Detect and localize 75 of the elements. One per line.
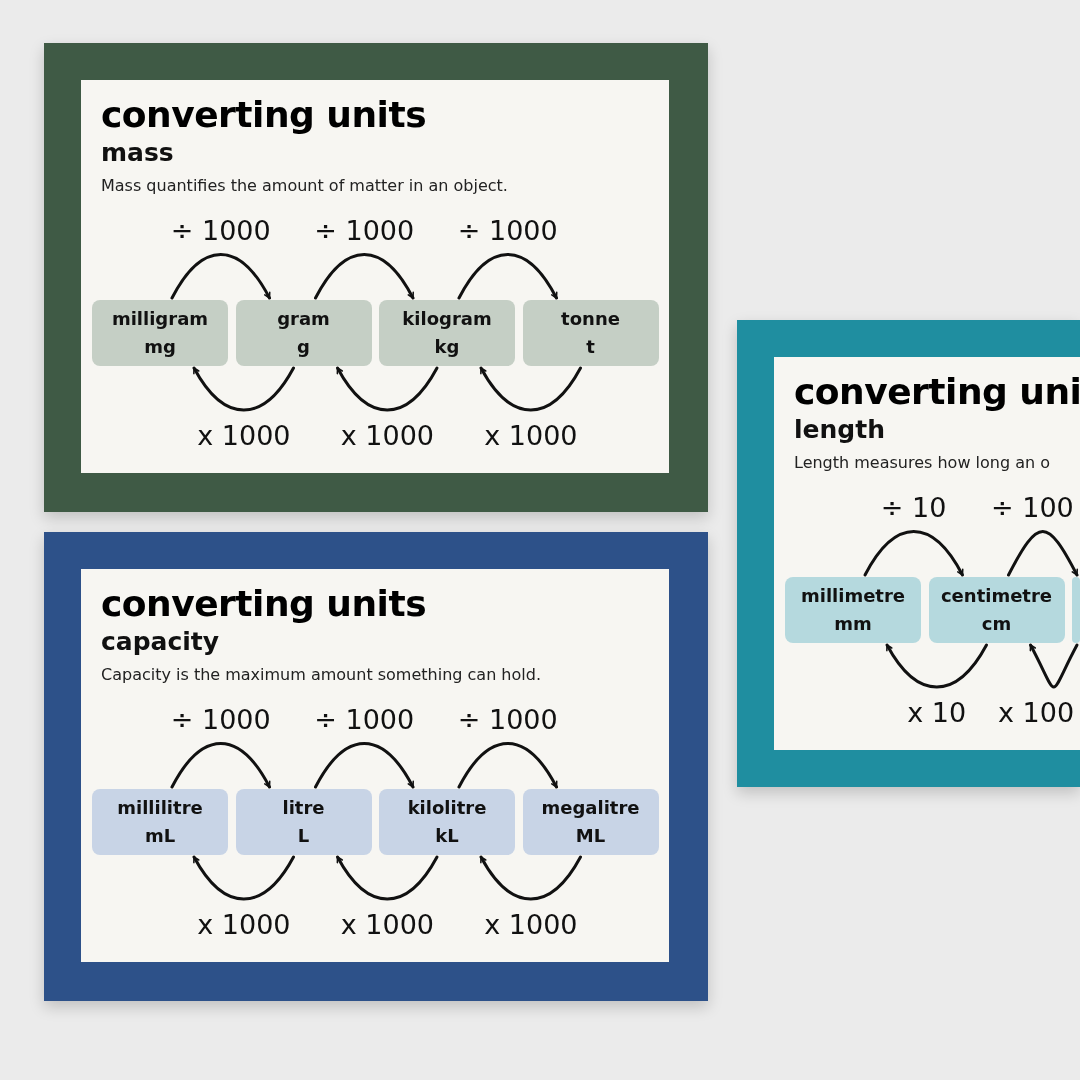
curved-arrow <box>885 643 988 689</box>
unit-name: gram <box>277 307 330 331</box>
curved-arrow <box>314 742 415 789</box>
unit-name: litre <box>282 796 325 820</box>
curved-arrow <box>1029 643 1079 689</box>
unit-box <box>522 789 659 855</box>
description-text: Length measures how long an o <box>794 453 1050 472</box>
description-text: Capacity is the maximum amount something can hold. <box>101 665 541 684</box>
unit-symbol: t <box>586 335 595 359</box>
unit-name: kilogram <box>402 307 492 331</box>
unit-box <box>785 577 921 643</box>
poster-title: converting uni <box>794 371 1080 412</box>
curved-arrow <box>457 742 558 789</box>
poster-title: converting units <box>101 94 427 135</box>
edge-label: ÷ 1000 <box>169 215 272 246</box>
curved-arrow <box>192 366 295 412</box>
unit-symbol: kg <box>434 335 460 359</box>
unit-box <box>235 789 372 855</box>
unit-symbol: ML <box>575 824 606 848</box>
edge-label: ÷ 1000 <box>456 704 559 735</box>
curved-arrow <box>479 855 582 901</box>
unit-name: megalitre <box>541 796 640 820</box>
curved-arrow <box>170 253 271 300</box>
curved-arrow <box>457 253 558 300</box>
poster-subtitle: capacity <box>101 627 220 656</box>
unit-symbol: kL <box>435 824 459 848</box>
edge-label: ÷ 1000 <box>313 215 416 246</box>
edge-label: ÷ 10 <box>879 492 948 523</box>
description-text: Mass quantifies the amount of matter in an object. <box>101 176 508 195</box>
unit-symbol: mL <box>144 824 176 848</box>
unit-symbol: mm <box>834 612 872 636</box>
curved-arrow <box>170 742 271 789</box>
poster-frame <box>44 532 708 1001</box>
curved-arrow <box>863 530 964 577</box>
curved-arrow <box>479 366 582 412</box>
edge-label: ÷ 1000 <box>313 704 416 735</box>
unit-name: kilolitre <box>407 796 487 820</box>
poster-subtitle: mass <box>101 138 174 167</box>
unit-box <box>928 577 1065 643</box>
curved-arrow <box>336 366 439 412</box>
unit-symbol: L <box>297 824 310 848</box>
curved-arrow <box>1007 530 1079 577</box>
poster-frame <box>44 43 708 512</box>
poster-title: converting units <box>101 583 427 624</box>
unit-name: millimetre <box>800 584 906 608</box>
unit-box <box>92 300 228 366</box>
unit-box <box>1072 577 1080 643</box>
edge-label: x 1000 <box>196 909 292 940</box>
poster-subtitle: length <box>794 415 885 444</box>
curved-arrow <box>192 855 295 901</box>
edge-label: ÷ 1000 <box>456 215 559 246</box>
curved-arrow <box>314 253 415 300</box>
unit-box <box>379 300 515 366</box>
unit-symbol: g <box>297 335 310 359</box>
unit-box <box>379 789 515 855</box>
unit-symbol: mg <box>144 335 176 359</box>
edge-label: ÷ 1000 <box>169 704 272 735</box>
poster-frame <box>737 320 1080 787</box>
edge-label: x 100 <box>997 697 1076 728</box>
unit-box <box>92 789 228 855</box>
unit-name: centimetre <box>940 584 1053 608</box>
edge-label: x 1000 <box>483 420 579 451</box>
edge-label: ÷ 100 <box>990 492 1075 523</box>
edge-label: x 1000 <box>339 420 436 451</box>
unit-name: millilitre <box>117 796 203 820</box>
edge-label: x 10 <box>906 697 968 728</box>
unit-name: milligram <box>111 307 209 331</box>
edge-label: x 1000 <box>483 909 579 940</box>
unit-box <box>235 300 372 366</box>
unit-symbol: cm <box>981 612 1012 636</box>
edge-label: x 1000 <box>196 420 292 451</box>
unit-name: tonne <box>561 307 620 331</box>
curved-arrow <box>336 855 439 901</box>
edge-label: x 1000 <box>339 909 436 940</box>
unit-box <box>522 300 659 366</box>
